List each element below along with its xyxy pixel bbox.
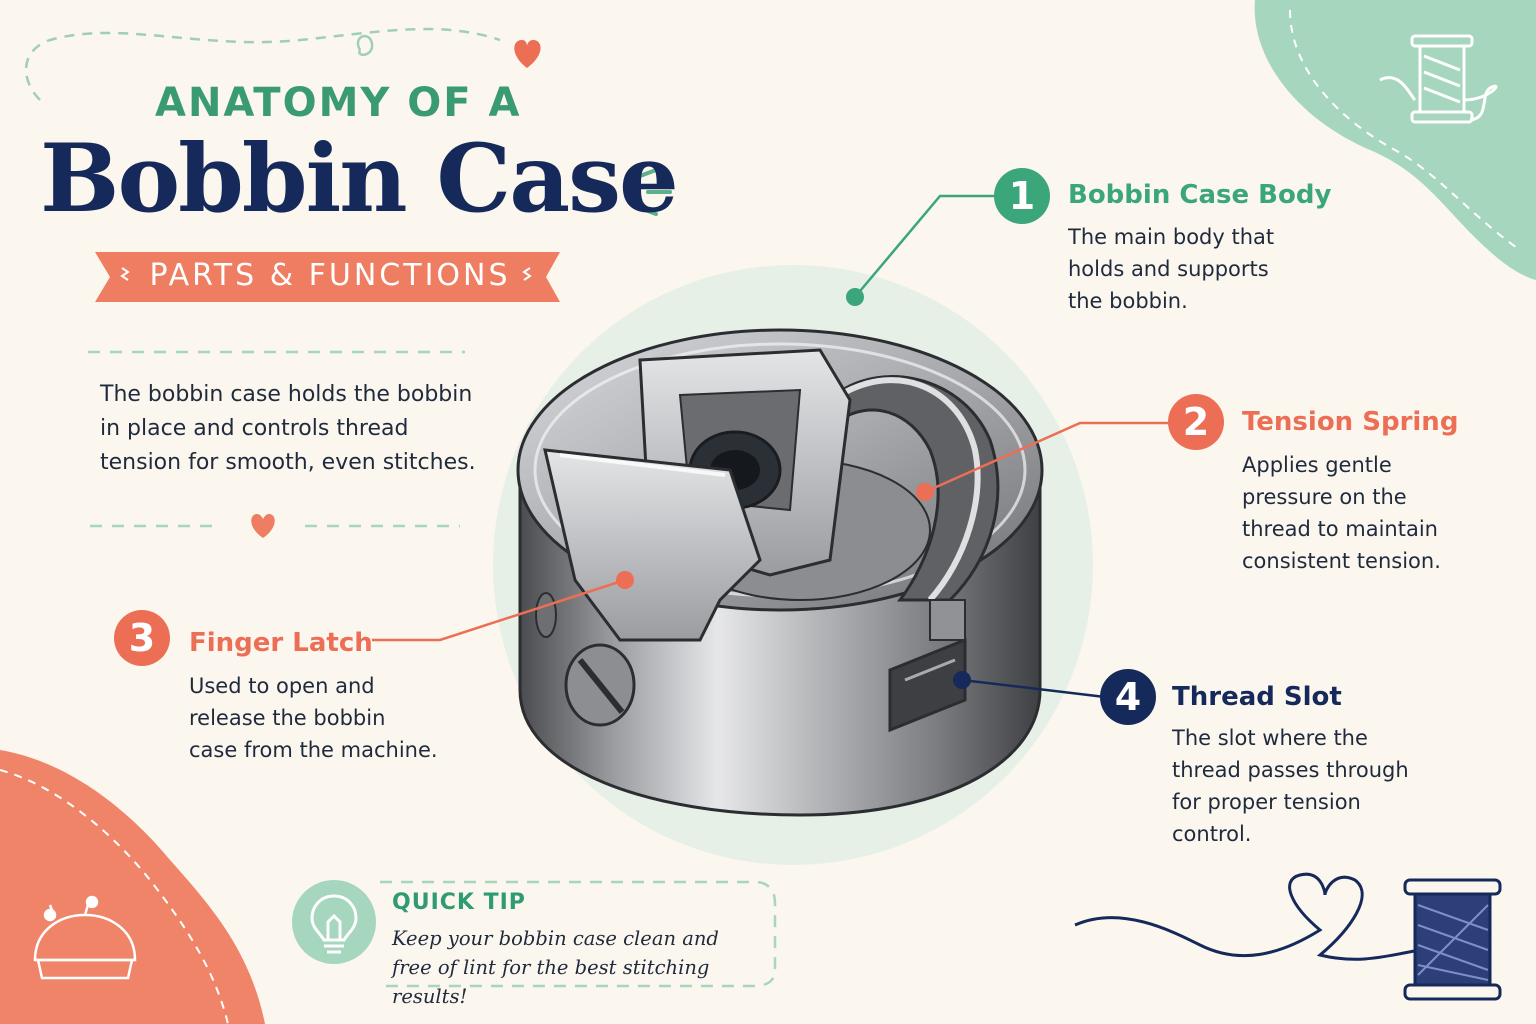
- bobbin-case-illustration: [516, 328, 1044, 817]
- heart-icon: [514, 40, 541, 68]
- part-number-3: 3: [114, 610, 170, 666]
- thread-spool-icon: [1403, 878, 1502, 1001]
- title-kicker: ANATOMY OF A: [155, 80, 522, 126]
- part-number-4: 4: [1100, 669, 1156, 725]
- part-number-1: 1: [994, 168, 1050, 224]
- intro-text: The bobbin case holds the bobbin in plac…: [100, 382, 476, 475]
- part-desc-3: Used to open and release the bobbin case…: [189, 674, 438, 762]
- coral-blob: [0, 750, 265, 1024]
- tip-box-border: [380, 880, 777, 988]
- page-title: Bobbin Case: [40, 124, 679, 234]
- tip-text: Keep your bobbin case clean and free of …: [392, 927, 719, 1008]
- part-title-1: Bobbin Case Body: [1068, 180, 1332, 210]
- part-title-4: Thread Slot: [1172, 682, 1342, 712]
- part-title-2: Tension Spring: [1242, 407, 1459, 437]
- part-desc-4: The slot where the thread passes through…: [1172, 726, 1409, 846]
- pincushion-icon: [33, 895, 137, 980]
- tip-title: QUICK TIP: [392, 890, 526, 915]
- thread-spool-icon: [1379, 34, 1498, 124]
- subtitle: PARTS & FUNCTIONS: [149, 258, 511, 293]
- part-desc-2: Applies gentle pressure on the thread to…: [1242, 453, 1441, 573]
- part-number-2: 2: [1168, 394, 1224, 450]
- lightbulb-icon: [310, 894, 358, 954]
- part-desc-1: The main body that holds and supports th…: [1068, 225, 1275, 313]
- mint-blob: [1254, 0, 1536, 280]
- part-title-3: Finger Latch: [189, 628, 373, 658]
- subtitle-ribbon: [95, 252, 560, 302]
